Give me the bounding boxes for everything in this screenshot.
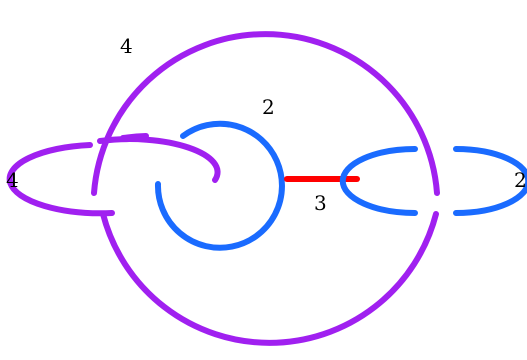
right-ring-right-arc [453,146,527,216]
left-ring-outer-arc [6,142,115,217]
left-ring-back-arc [120,133,149,141]
label-right-ring: 2 [514,168,527,192]
label-bridge: 3 [314,191,327,215]
right-ring-left-arc [339,146,418,216]
center-circle-arc [154,120,285,251]
left-ring-inner-arc [97,136,221,183]
big-circle-lower-arc [100,211,439,346]
big-circle-upper-arc [91,31,440,196]
label-left-ring: 4 [6,168,19,192]
label-center-circle: 2 [262,95,275,119]
label-big-circle: 4 [120,34,133,58]
